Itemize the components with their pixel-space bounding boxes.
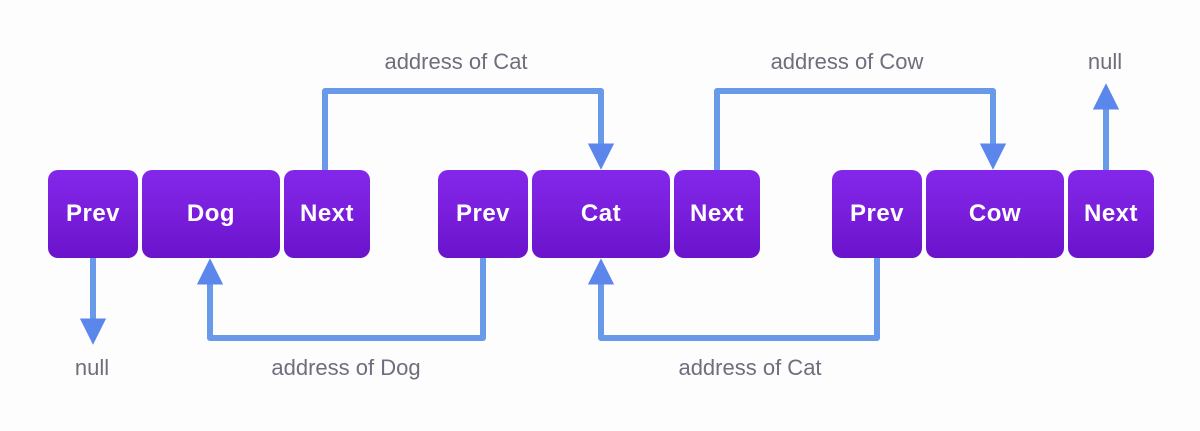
label-address-of-cat-bottom: address of Cat — [678, 355, 822, 380]
label-address-of-cow-top: address of Cow — [770, 49, 924, 74]
label-address-of-cat-top: address of Cat — [384, 49, 528, 74]
node-dog-data-cell: Dog — [142, 170, 280, 258]
label-null-top: null — [1087, 49, 1123, 74]
node-cow-next-cell: Next — [1068, 170, 1154, 258]
node-cow-data-cell: Cow — [926, 170, 1064, 258]
arrow-cat-prev-to-dog-node — [196, 256, 486, 341]
label-address-of-dog-bottom: address of Dog — [271, 355, 421, 380]
node-cat-data-cell: Cat — [532, 170, 670, 258]
node-cow-prev-cell: Prev — [832, 170, 922, 258]
arrow-dog-next-to-cat-node — [322, 88, 615, 172]
node-dog-next-cell: Next — [284, 170, 370, 258]
arrow-cow-prev-to-cat-node — [587, 256, 880, 341]
node-cow: Prev Cow Next — [832, 170, 1154, 258]
node-cat-next-cell: Next — [674, 170, 760, 258]
node-dog: Prev Dog Next — [48, 170, 370, 258]
node-dog-prev-cell: Prev — [48, 170, 138, 258]
node-cat: Prev Cat Next — [438, 170, 760, 258]
arrow-cat-next-to-cow-node — [714, 88, 1007, 172]
label-null-bottom: null — [74, 355, 110, 380]
node-cat-prev-cell: Prev — [438, 170, 528, 258]
